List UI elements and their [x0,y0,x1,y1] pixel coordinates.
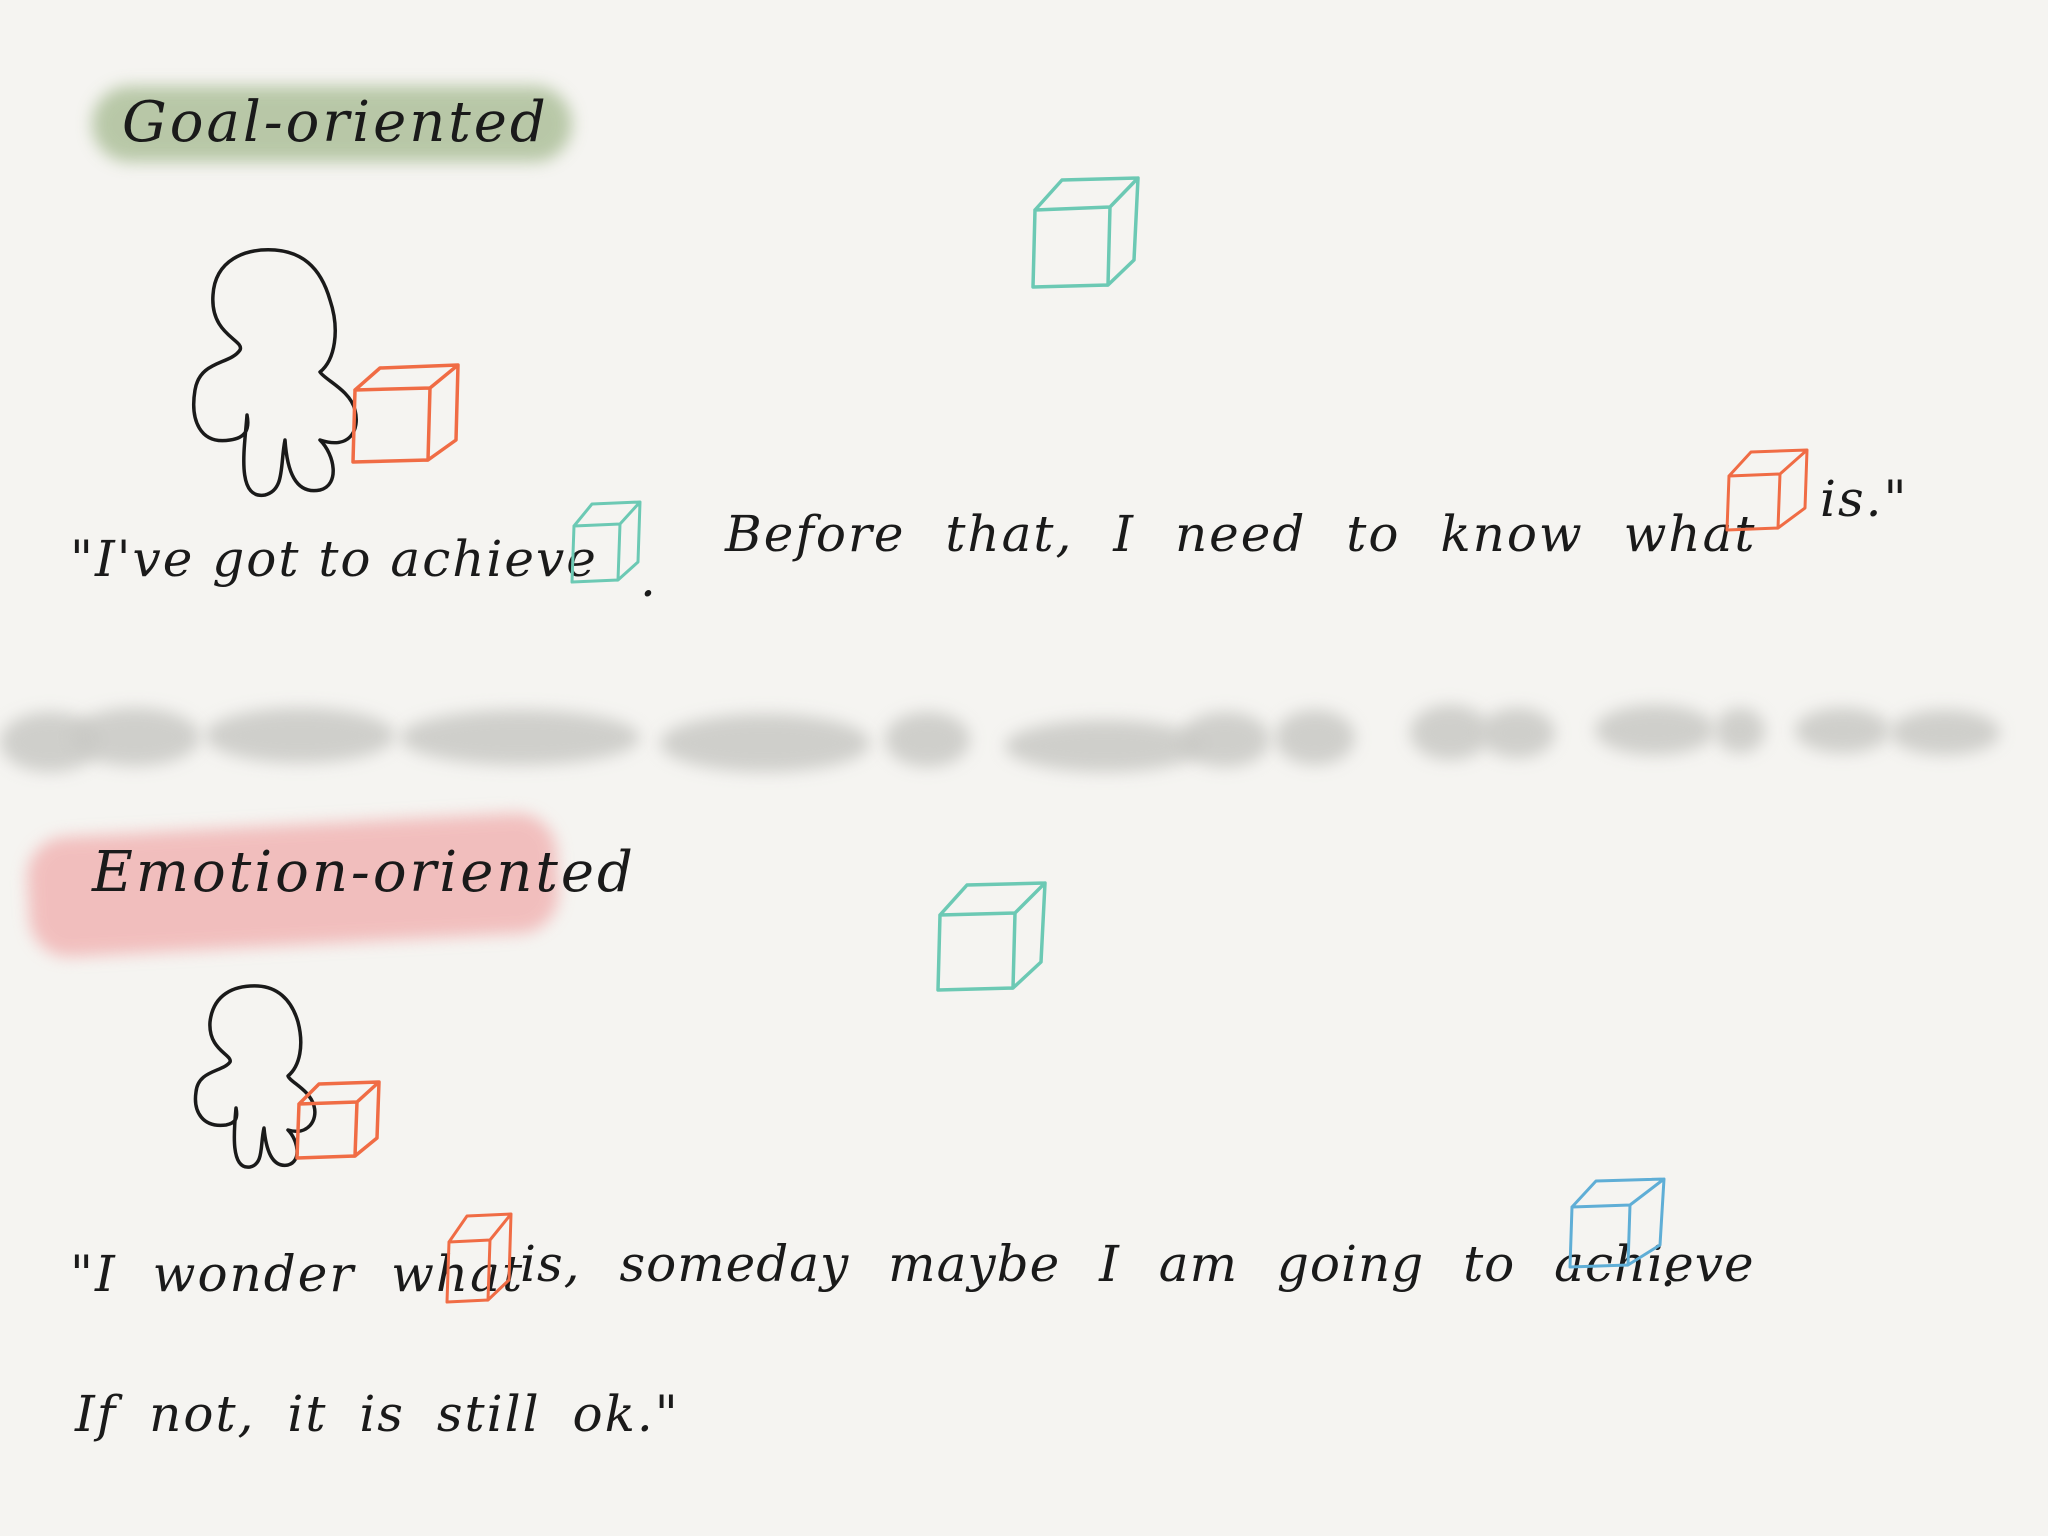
emotion-quote-line2: If not, it is still ok." [75,1385,680,1443]
goal-quote-part1: "I've got to achieve [70,530,598,588]
person-figure-icon [193,984,317,1169]
goal-quote-part2: . [640,550,658,608]
goal-title-highlight [92,86,572,162]
emotion-quote-part3: . [1660,1240,1678,1298]
teal-cube-icon [936,881,1047,992]
orange-cube-icon [295,1080,381,1160]
teal-cube-inline-icon [570,500,642,584]
goal-quote-part4: is." [1820,470,1909,528]
goal-quote-part3: Before that, I need to know what [725,505,1757,563]
orange-cube-inline-icon [1725,448,1809,532]
orange-cube-inline-icon [445,1212,513,1304]
orange-cube-icon [351,363,460,464]
goal-section-title: Goal-oriented [122,90,549,155]
person-figure-icon [192,248,358,497]
teal-cube-icon [1031,176,1140,289]
emotion-section-title: Emotion-oriented [92,840,636,905]
blue-cube-inline-icon [1568,1177,1666,1269]
emotion-quote-part2: is, someday maybe I am going to achieve [520,1235,1755,1293]
